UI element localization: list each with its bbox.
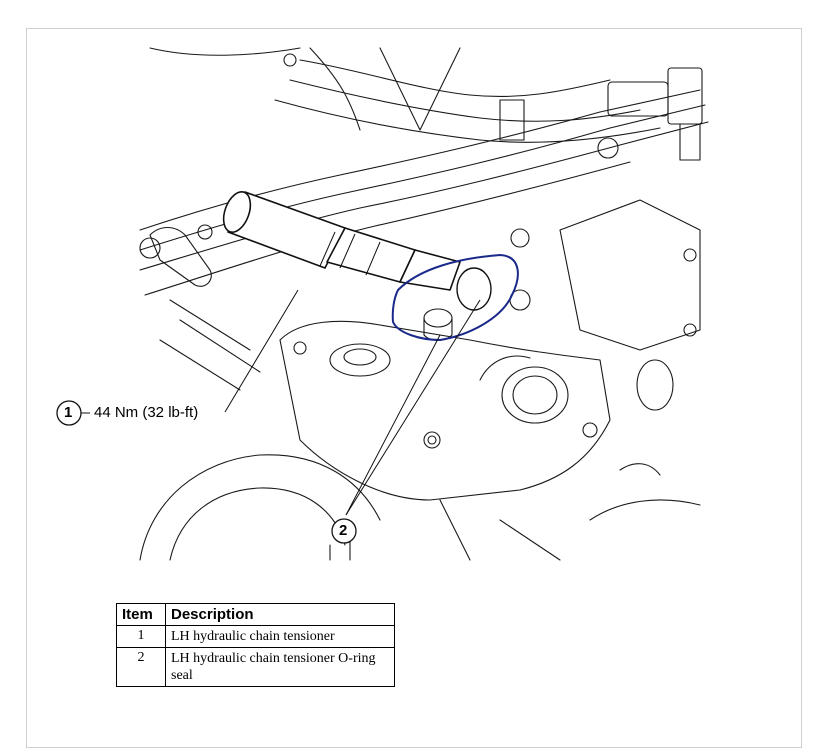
engine-contour xyxy=(129,44,711,561)
callout-number-2: 2 xyxy=(339,522,348,539)
row-item-number: 1 xyxy=(116,625,166,648)
leader-line-1 xyxy=(224,289,299,413)
leader-line-2a xyxy=(345,334,441,516)
header-item: Item xyxy=(116,603,166,626)
callout-number-1: 1 xyxy=(64,404,73,421)
callout-circle-2 xyxy=(331,518,357,544)
callout-torque-spec: 44 Nm (32 lb-ft) xyxy=(94,404,199,421)
row-description: LH hydraulic chain tensioner O-ring seal xyxy=(165,647,395,687)
item-description-table: Item Description 1 LH hydraulic chain te… xyxy=(116,603,395,687)
table-row: 2 LH hydraulic chain tensioner O-ring se… xyxy=(116,647,395,687)
highlight-annotation xyxy=(391,253,519,342)
row-description: LH hydraulic chain tensioner xyxy=(165,625,395,648)
table-header-row: Item Description xyxy=(116,603,395,626)
header-description: Description xyxy=(165,603,395,626)
leader-line-2b xyxy=(345,299,481,516)
chain-tensioner xyxy=(222,191,461,291)
table-row: 1 LH hydraulic chain tensioner xyxy=(116,625,395,648)
row-item-number: 2 xyxy=(116,647,166,687)
